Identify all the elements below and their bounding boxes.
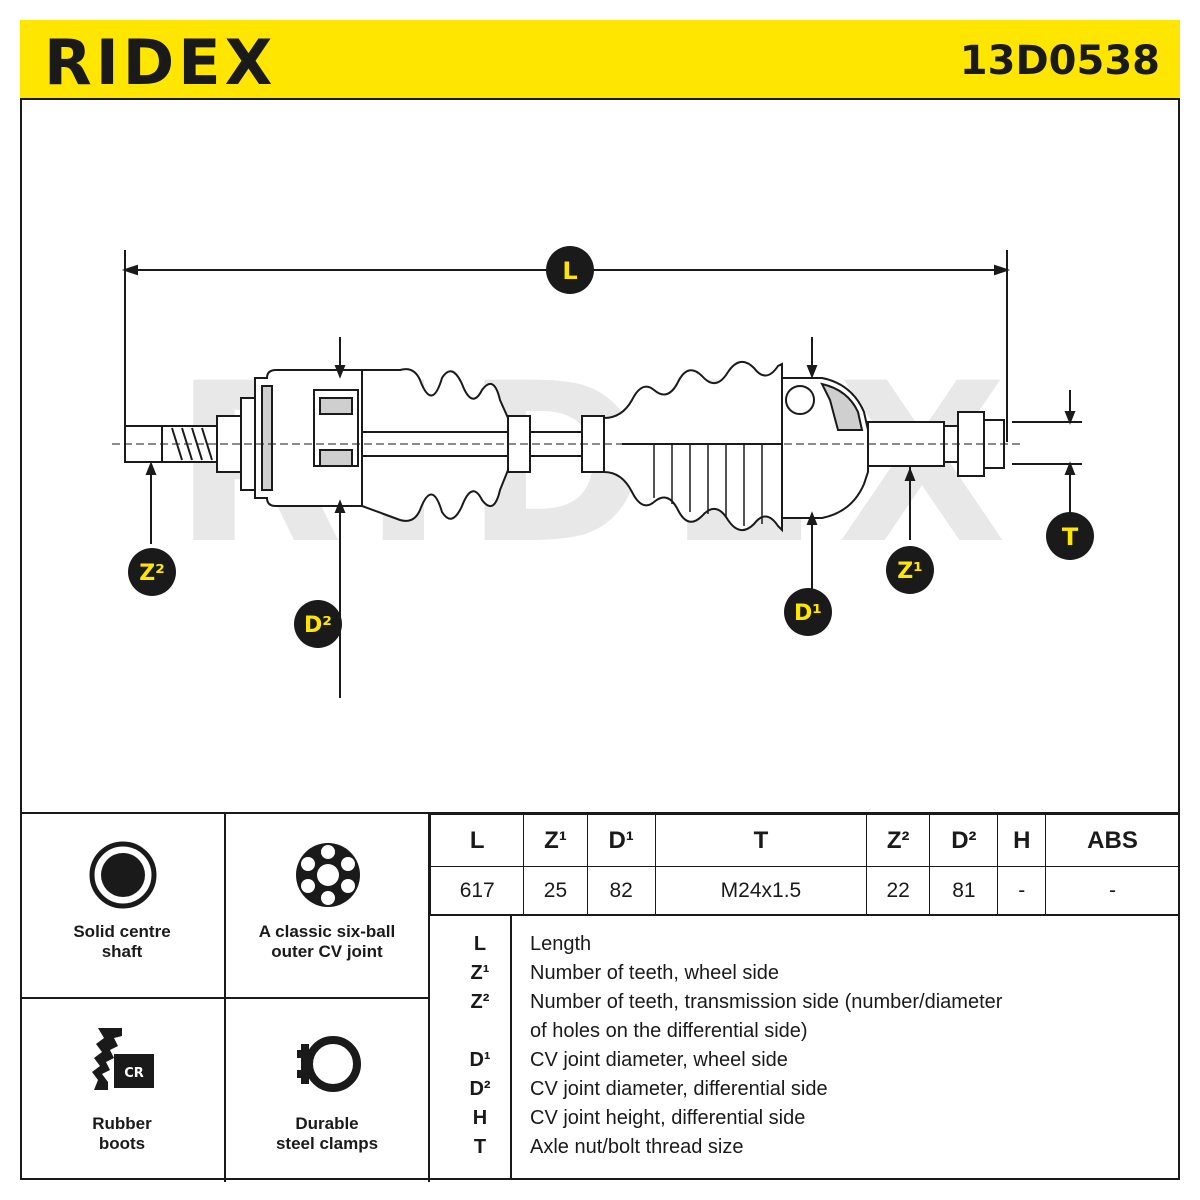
part-number: 13D0538 — [959, 38, 1160, 84]
marker-D2: D² — [294, 600, 342, 648]
spec-value: 82 — [586, 866, 656, 916]
brand-logo: RIDEX — [44, 26, 277, 99]
legend-text: Axle nut/bolt thread size — [530, 1136, 744, 1158]
spec-value: - — [1045, 866, 1180, 916]
spec-header: D¹ — [586, 814, 656, 867]
legend-key: L — [473, 933, 487, 955]
legend-text: Number of teeth, transmission side (numb… — [530, 991, 1003, 1013]
feature-label-line1: Rubber — [92, 1114, 152, 1133]
steel-clamp-icon — [297, 1036, 361, 1092]
feature-rubber-boots: CR Rubber boots — [20, 998, 226, 1182]
feature-label-line2: outer CV joint — [271, 942, 383, 961]
svg-text:CR: CR — [124, 1066, 144, 1081]
feature-six-ball: A classic six-ball outer CV joint — [226, 814, 430, 998]
legend-text: of holes on the differential side) — [530, 1020, 808, 1042]
marker-Z2: Z² — [128, 548, 176, 596]
marker-T: T — [1046, 512, 1094, 560]
legend-key: D² — [469, 1078, 491, 1100]
marker-L: L — [546, 246, 594, 294]
spec-header: Z¹ — [523, 814, 588, 867]
spec-header: ABS — [1045, 814, 1180, 867]
legend-text: Number of teeth, wheel side — [530, 962, 780, 984]
svg-text:Z²: Z² — [139, 561, 165, 586]
legend-text: CV joint height, differential side — [530, 1107, 806, 1129]
feature-label-line2: steel clamps — [275, 1134, 379, 1153]
spec-value: 22 — [866, 866, 931, 916]
svg-text:T: T — [1062, 523, 1079, 551]
legend-key: H — [472, 1107, 488, 1129]
solid-shaft-icon — [89, 841, 157, 909]
spec-header: Z² — [866, 814, 931, 867]
legend: L Length Z¹ Number of teeth, wheel side … — [430, 914, 1180, 1180]
feature-steel-clamps: Durable steel clamps — [226, 998, 430, 1182]
spec-table-header: L Z¹ D¹ T Z² D² H ABS — [429, 814, 1180, 867]
spec-table: L Z¹ D¹ T Z² D² H ABS 617 25 82 M24x1.5 … — [429, 814, 1180, 916]
legend-key: Z² — [470, 991, 490, 1013]
feature-label-line2: boots — [98, 1134, 146, 1153]
specs-section: Solid centre shaft A classic six-ball ou… — [20, 812, 1180, 1182]
six-ball-joint-icon — [296, 843, 360, 907]
feature-label-line1: Durable — [295, 1114, 359, 1133]
header-bar: RIDEX 13D0538 — [20, 20, 1180, 100]
svg-text:D²: D² — [304, 613, 332, 638]
legend-text: Length — [530, 933, 592, 955]
legend-key: D¹ — [469, 1049, 491, 1071]
rubber-boot-cr-icon: CR — [92, 1028, 154, 1090]
feature-label-line1: Solid centre — [73, 922, 171, 941]
spec-header: D² — [929, 814, 999, 867]
spec-table-values: 617 25 82 M24x1.5 22 81 - - — [429, 866, 1180, 916]
svg-text:L: L — [562, 257, 577, 285]
spec-value: 25 — [523, 866, 588, 916]
spec-value: 81 — [929, 866, 999, 916]
feature-label-line1: A classic six-ball — [258, 922, 396, 941]
feature-solid-shaft: Solid centre shaft — [20, 814, 226, 998]
spec-header: T — [654, 814, 868, 867]
legend-key: T — [473, 1136, 487, 1158]
svg-text:D¹: D¹ — [794, 601, 822, 626]
spec-value: 617 — [429, 866, 525, 916]
spec-header: H — [997, 814, 1047, 867]
spec-value: M24x1.5 — [654, 866, 868, 916]
legend-key-column — [430, 916, 512, 1180]
spec-value: - — [997, 866, 1047, 916]
legend-text: CV joint diameter, differential side — [530, 1078, 828, 1100]
drive-shaft-drawing: RIDEX — [112, 246, 1094, 698]
outer-boot — [603, 361, 783, 533]
marker-D1: D¹ — [784, 588, 832, 636]
legend-text: CV joint diameter, wheel side — [530, 1049, 788, 1071]
svg-text:Z¹: Z¹ — [897, 559, 923, 584]
legend-key: Z¹ — [470, 962, 490, 984]
feature-label-line2: shaft — [101, 942, 143, 961]
marker-Z1: Z¹ — [886, 546, 934, 594]
spec-header: L — [429, 814, 525, 867]
